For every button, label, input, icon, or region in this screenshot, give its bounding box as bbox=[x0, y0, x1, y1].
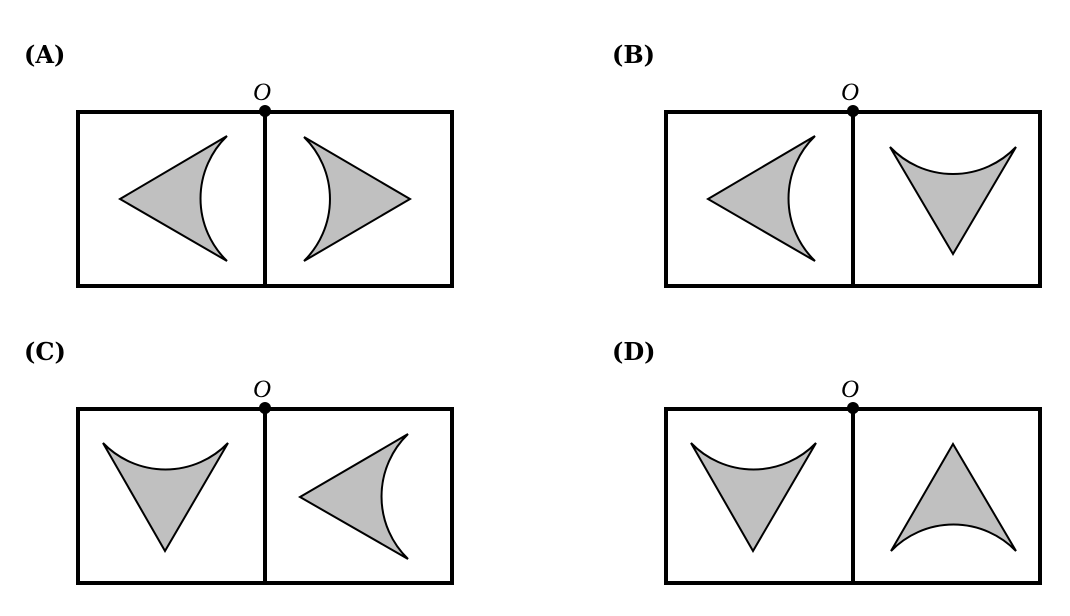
option-d[interactable]: (D) O bbox=[612, 337, 1042, 585]
origin-point bbox=[259, 105, 271, 117]
option-c-label: (C) bbox=[24, 337, 66, 366]
down-pointing-shape bbox=[690, 442, 817, 553]
option-a[interactable]: (A) O bbox=[24, 40, 454, 288]
option-c[interactable]: (C) O bbox=[24, 337, 454, 585]
left-pointing-shape bbox=[118, 135, 228, 262]
origin-point bbox=[847, 105, 859, 117]
origin-label: O bbox=[253, 79, 271, 106]
down-pointing-shape bbox=[102, 442, 229, 553]
option-d-label: (D) bbox=[612, 337, 656, 366]
origin-label: O bbox=[253, 376, 271, 403]
down-pointing-shape bbox=[889, 146, 1017, 256]
origin-point bbox=[847, 402, 859, 414]
origin-point bbox=[259, 402, 271, 414]
left-pointing-shape bbox=[298, 433, 409, 560]
left-pointing-shape bbox=[706, 135, 816, 262]
option-b[interactable]: (B) O bbox=[612, 40, 1042, 288]
right-pointing-shape bbox=[303, 136, 412, 262]
up-pointing-shape bbox=[890, 442, 1017, 552]
origin-label: O bbox=[841, 376, 859, 403]
option-a-label: (A) bbox=[24, 40, 65, 69]
option-b-label: (B) bbox=[612, 40, 655, 69]
origin-label: O bbox=[841, 79, 859, 106]
